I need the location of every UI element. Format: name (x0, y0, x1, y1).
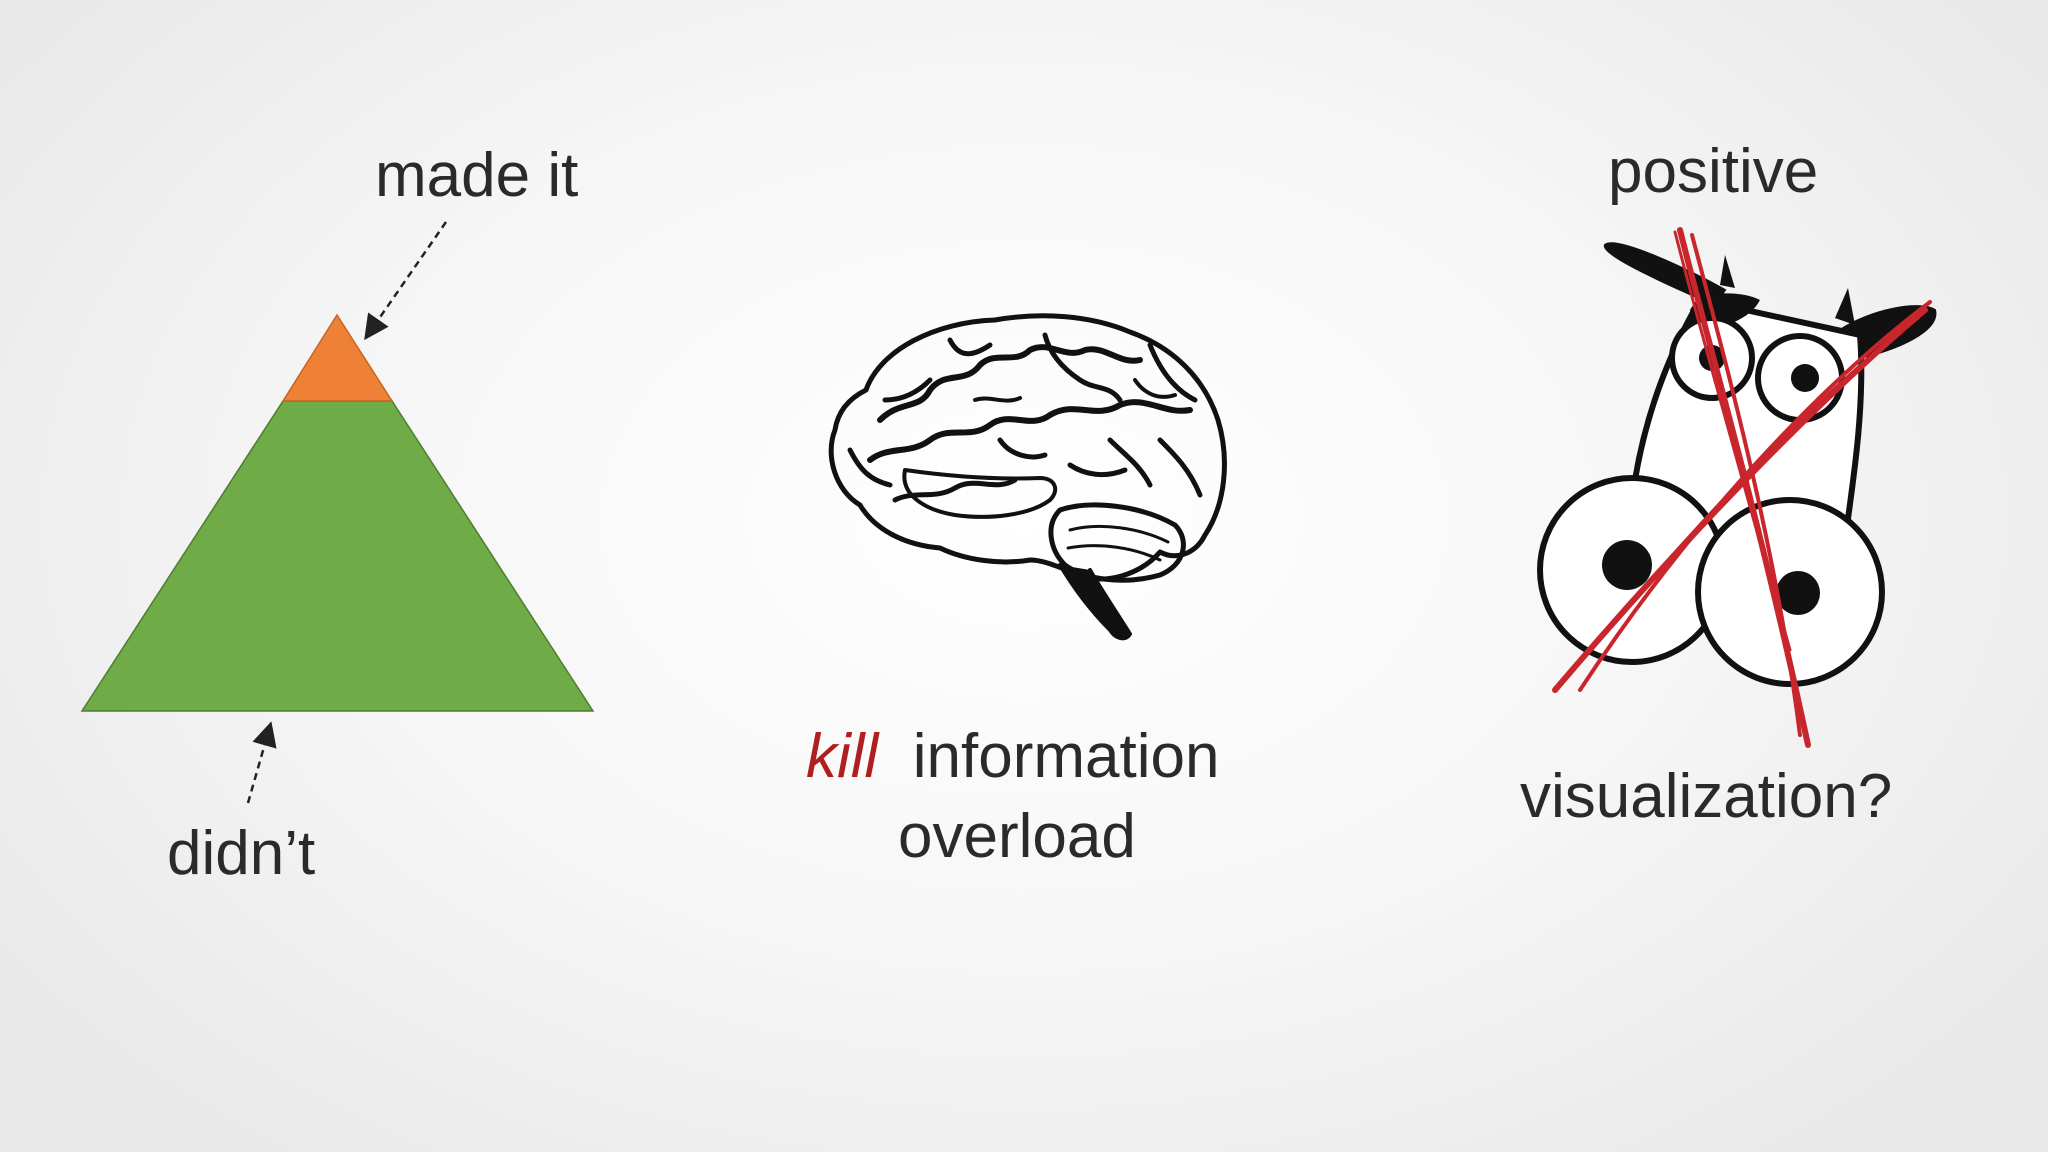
visualization-label: visualization? (1520, 762, 1893, 831)
overload-label: overload (898, 802, 1136, 871)
didnt-arrow (246, 721, 277, 804)
kill-information-line: kill information (806, 726, 1219, 788)
didnt-label: didn’t (167, 819, 316, 888)
made-it-label: made it (375, 141, 579, 210)
information-word: information (912, 722, 1220, 791)
kill-word: kill (806, 722, 879, 791)
pyramid-top-segment (281, 313, 394, 402)
strike-marks (1552, 227, 1932, 748)
positive-label: positive (1608, 137, 1819, 206)
